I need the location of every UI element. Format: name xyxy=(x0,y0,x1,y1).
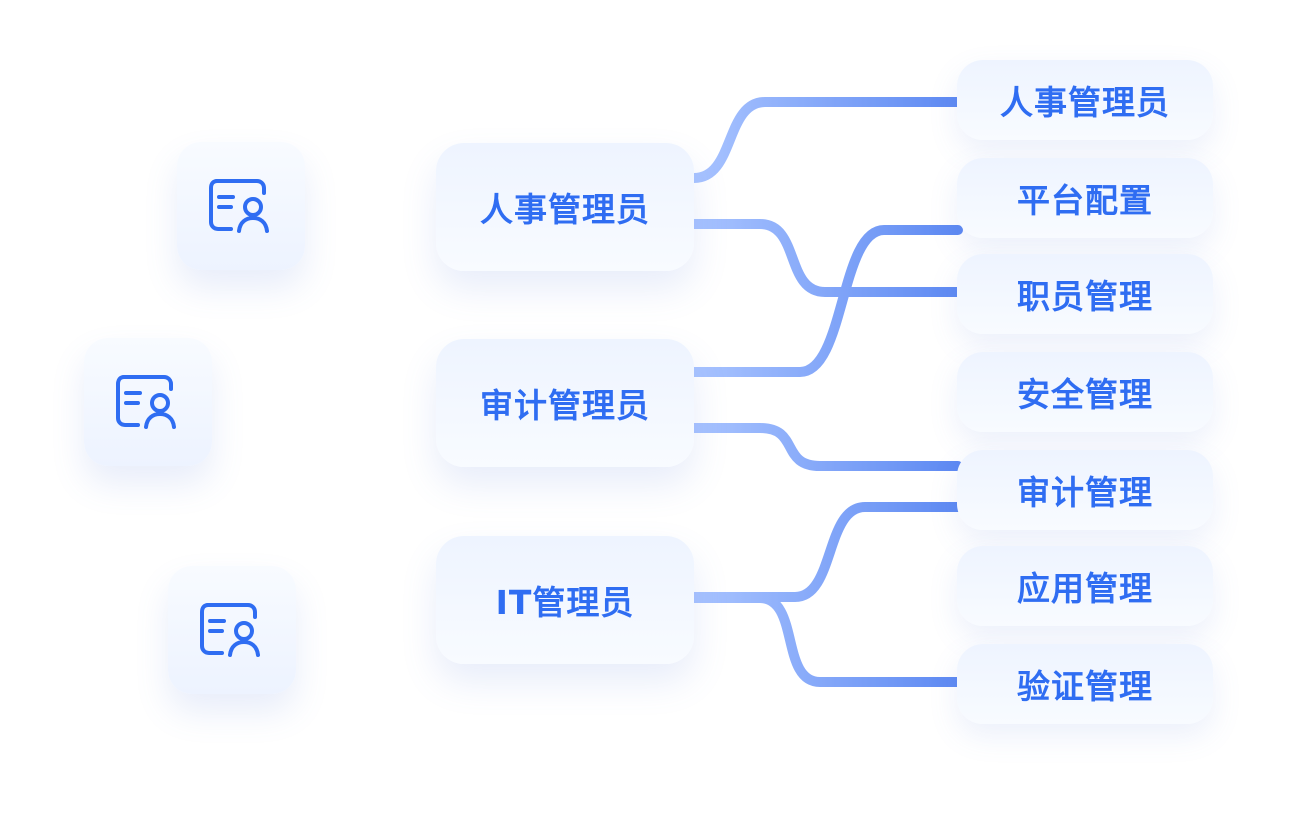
permission-card-security-management: 安全管理 xyxy=(957,352,1213,432)
link-hr-to-hr-admin xyxy=(689,97,963,183)
permission-label: 平台配置 xyxy=(1017,181,1153,220)
permission-label: 审计管理 xyxy=(1017,473,1153,512)
permission-label: 安全管理 xyxy=(1017,375,1153,414)
link-audit-to-audit xyxy=(689,423,963,471)
role-card-hr-admin: 人事管理员 xyxy=(436,143,694,271)
permission-label: 应用管理 xyxy=(1017,569,1153,608)
role-to-permission-connectors xyxy=(689,97,963,687)
link-it-to-audit xyxy=(689,502,963,602)
role-label: IT管理员 xyxy=(495,583,635,622)
permission-card-audit-management: 审计管理 xyxy=(957,450,1213,530)
permission-card-application-management: 应用管理 xyxy=(957,546,1213,626)
role-card-it-admin: IT管理员 xyxy=(436,536,694,664)
id-card-user-icon xyxy=(200,603,260,657)
link-audit-to-platform xyxy=(689,225,963,377)
permission-label: 验证管理 xyxy=(1017,667,1153,706)
id-card-user-icon xyxy=(209,179,269,233)
link-it-to-verify xyxy=(689,593,963,687)
permission-label: 职员管理 xyxy=(1017,277,1153,316)
avatar-audit-admin xyxy=(84,338,212,466)
permission-card-staff-management: 职员管理 xyxy=(957,254,1213,334)
permission-label: 人事管理员 xyxy=(1000,83,1170,122)
avatar-it-admin xyxy=(168,566,296,694)
permission-card-verification-management: 验证管理 xyxy=(957,644,1213,724)
role-card-audit-admin: 审计管理员 xyxy=(436,339,694,467)
id-card-user-icon xyxy=(116,375,176,429)
role-label: 审计管理员 xyxy=(480,386,650,425)
permission-card-hr-admin: 人事管理员 xyxy=(957,60,1213,140)
permission-card-platform-config: 平台配置 xyxy=(957,158,1213,238)
avatar-hr-admin xyxy=(177,142,305,270)
role-label: 人事管理员 xyxy=(480,190,650,229)
avatar-connectors xyxy=(213,200,445,631)
